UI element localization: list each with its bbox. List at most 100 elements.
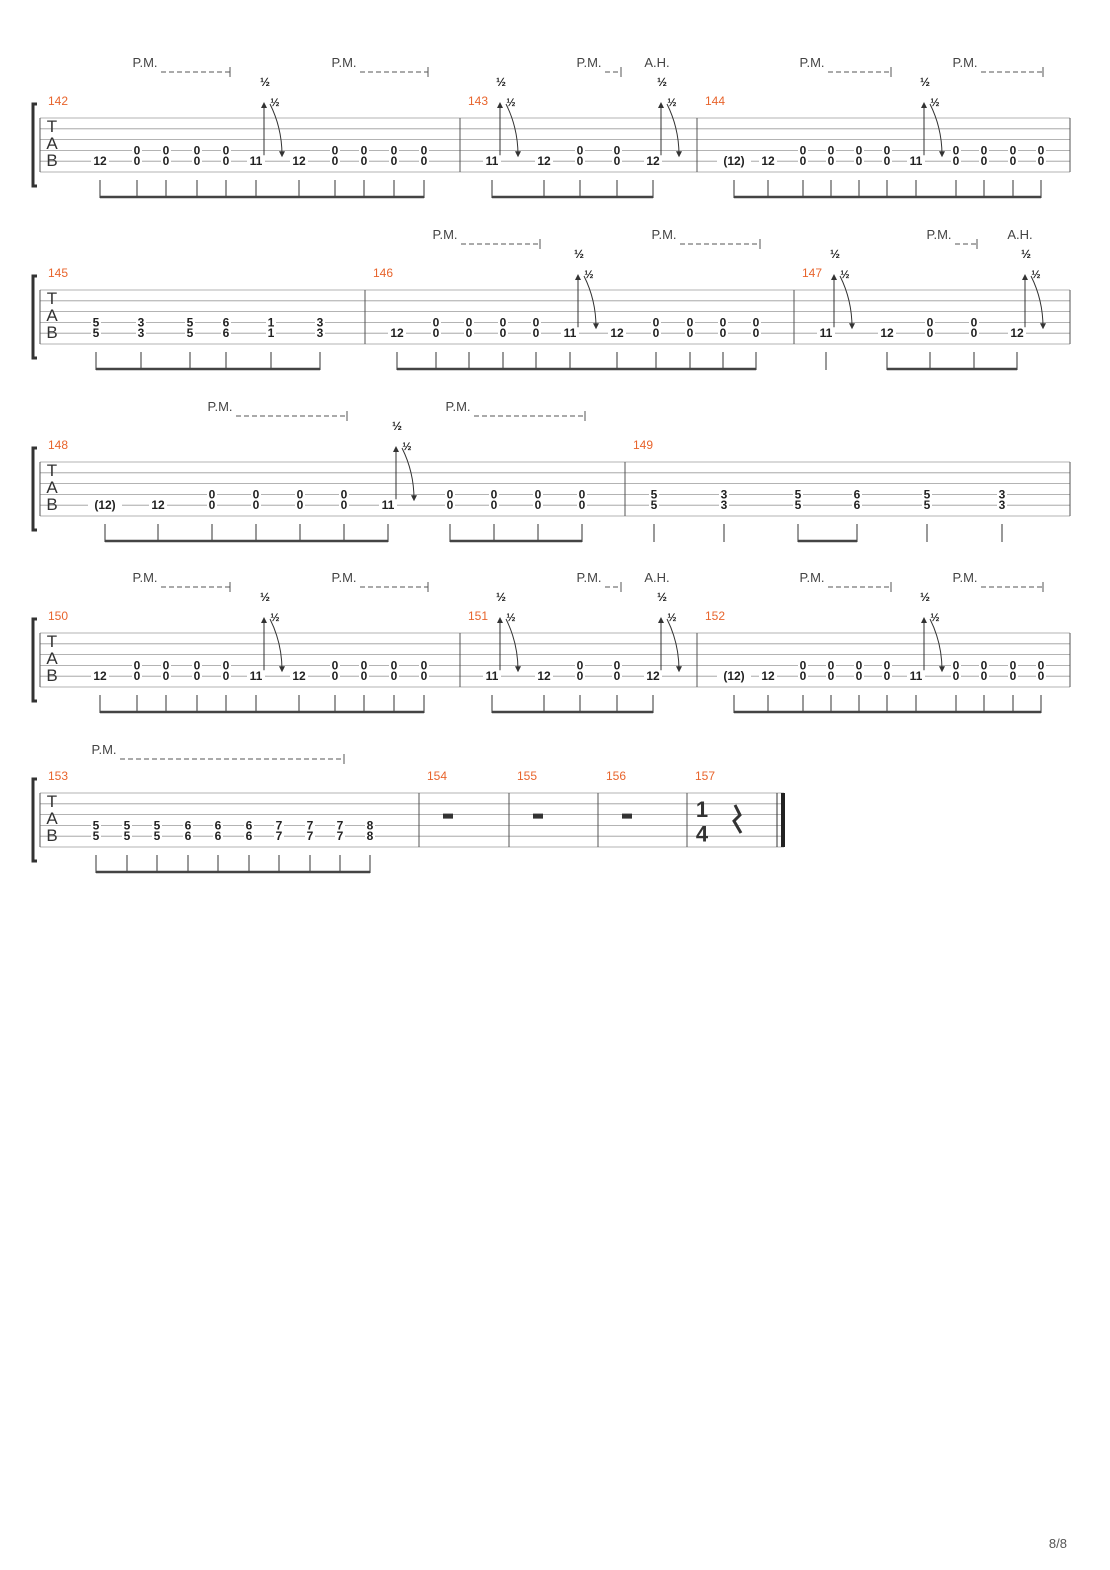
time-signature-bottom: 4: [696, 822, 709, 847]
fret-bg: [649, 489, 659, 501]
fret-number: 0: [753, 326, 760, 340]
fret-number: 0: [953, 658, 960, 672]
fret-number: 0: [884, 154, 891, 168]
fret-bg: [315, 328, 325, 340]
fret-bg: [359, 145, 369, 157]
fret-number: 0: [1010, 658, 1017, 672]
fret-bg: [854, 660, 864, 672]
fret-number: 0: [421, 143, 428, 157]
fret-number: 0: [614, 154, 621, 168]
fret-number: 11: [820, 326, 833, 340]
fret-number: 12: [93, 669, 107, 683]
fret-bg: [969, 328, 979, 340]
bend-arrowhead: [497, 102, 503, 108]
release-arrowhead: [1040, 323, 1046, 330]
fret-bg: [290, 156, 308, 168]
bend-release-amount: ½: [506, 97, 515, 109]
fret-bg: [1008, 660, 1018, 672]
tab-clef-t: T: [47, 792, 57, 811]
fret-number: 0: [614, 143, 621, 157]
fret-bg: [793, 500, 803, 512]
fret-bg: [339, 500, 349, 512]
fret-number: 0: [163, 669, 170, 683]
fret-bg: [907, 671, 925, 683]
fret-number: 0: [391, 143, 398, 157]
fret-bg: [221, 671, 231, 683]
fret-number: 0: [194, 658, 201, 672]
fret-bg: [91, 317, 101, 329]
measure-number: 149: [633, 438, 653, 452]
measure-number: 151: [468, 609, 488, 623]
fret-bg: [359, 671, 369, 683]
release-curve: [583, 275, 597, 328]
fret-number: 0: [535, 498, 542, 512]
fret-bg: [244, 820, 254, 832]
fret-number: 12: [1010, 326, 1024, 340]
fret-bg: [817, 328, 835, 340]
fret-number: 0: [447, 498, 454, 512]
fret-bg: [359, 660, 369, 672]
fret-number: 0: [361, 154, 368, 168]
tab-clef-b: B: [46, 495, 57, 514]
fret-bg: [132, 660, 142, 672]
fret-number: 5: [924, 487, 931, 501]
fret-number: 0: [720, 315, 727, 329]
fret-number: 12: [610, 326, 624, 340]
fret-number: 11: [486, 669, 499, 683]
fret-bg: [431, 328, 441, 340]
fret-number: 0: [828, 143, 835, 157]
fret-bg: [826, 660, 836, 672]
fret-bg: [149, 500, 167, 512]
fret-number: 5: [154, 818, 161, 832]
fret-bg: [192, 156, 202, 168]
measure-number: 144: [705, 94, 725, 108]
fret-bg: [365, 831, 375, 843]
fret-number: 0: [577, 658, 584, 672]
fret-number: 6: [246, 829, 253, 843]
fret-number: 6: [854, 487, 861, 501]
fret-number: 12: [151, 498, 165, 512]
fret-bg: [719, 500, 729, 512]
tab-clef-b: B: [46, 151, 57, 170]
fret-bg: [793, 489, 803, 501]
fret-bg: [152, 831, 162, 843]
fret-number: 6: [223, 315, 230, 329]
bend-amount: ½: [657, 590, 667, 604]
bend-arrowhead: [658, 617, 664, 623]
fret-number: 0: [800, 669, 807, 683]
fret-number: 12: [761, 669, 775, 683]
fret-number: 8: [367, 829, 374, 843]
fret-bg: [295, 489, 305, 501]
measure-number: 154: [427, 769, 447, 783]
fret-bg: [91, 156, 109, 168]
fret-number: 0: [1038, 143, 1045, 157]
bend-amount: ½: [260, 75, 270, 89]
fret-bg: [717, 156, 751, 168]
time-signature-top: 1: [696, 797, 708, 822]
tab-clef-b: B: [46, 826, 57, 845]
fret-number: 0: [1010, 669, 1017, 683]
release-arrowhead: [676, 151, 682, 158]
bend-release-amount: ½: [584, 269, 593, 281]
fret-bg: [419, 145, 429, 157]
fret-bg: [644, 671, 662, 683]
release-arrowhead: [849, 323, 855, 330]
fret-number: 5: [93, 818, 100, 832]
fret-number: 11: [486, 154, 499, 168]
measure-number: 152: [705, 609, 725, 623]
whole-rest: [533, 813, 543, 819]
fret-bg: [854, 145, 864, 157]
fret-number: 5: [187, 315, 194, 329]
fret-number: 7: [337, 818, 344, 832]
fret-bg: [718, 317, 728, 329]
fret-number: 0: [653, 326, 660, 340]
tab-clef-t: T: [47, 461, 57, 480]
fret-number: 11: [250, 669, 263, 683]
bend-amount: ½: [496, 75, 506, 89]
fret-bg: [612, 156, 622, 168]
fret-bg: [132, 145, 142, 157]
fret-number: (12): [723, 154, 744, 168]
fret-number: 0: [953, 669, 960, 683]
fret-number: 0: [361, 669, 368, 683]
fret-bg: [295, 500, 305, 512]
